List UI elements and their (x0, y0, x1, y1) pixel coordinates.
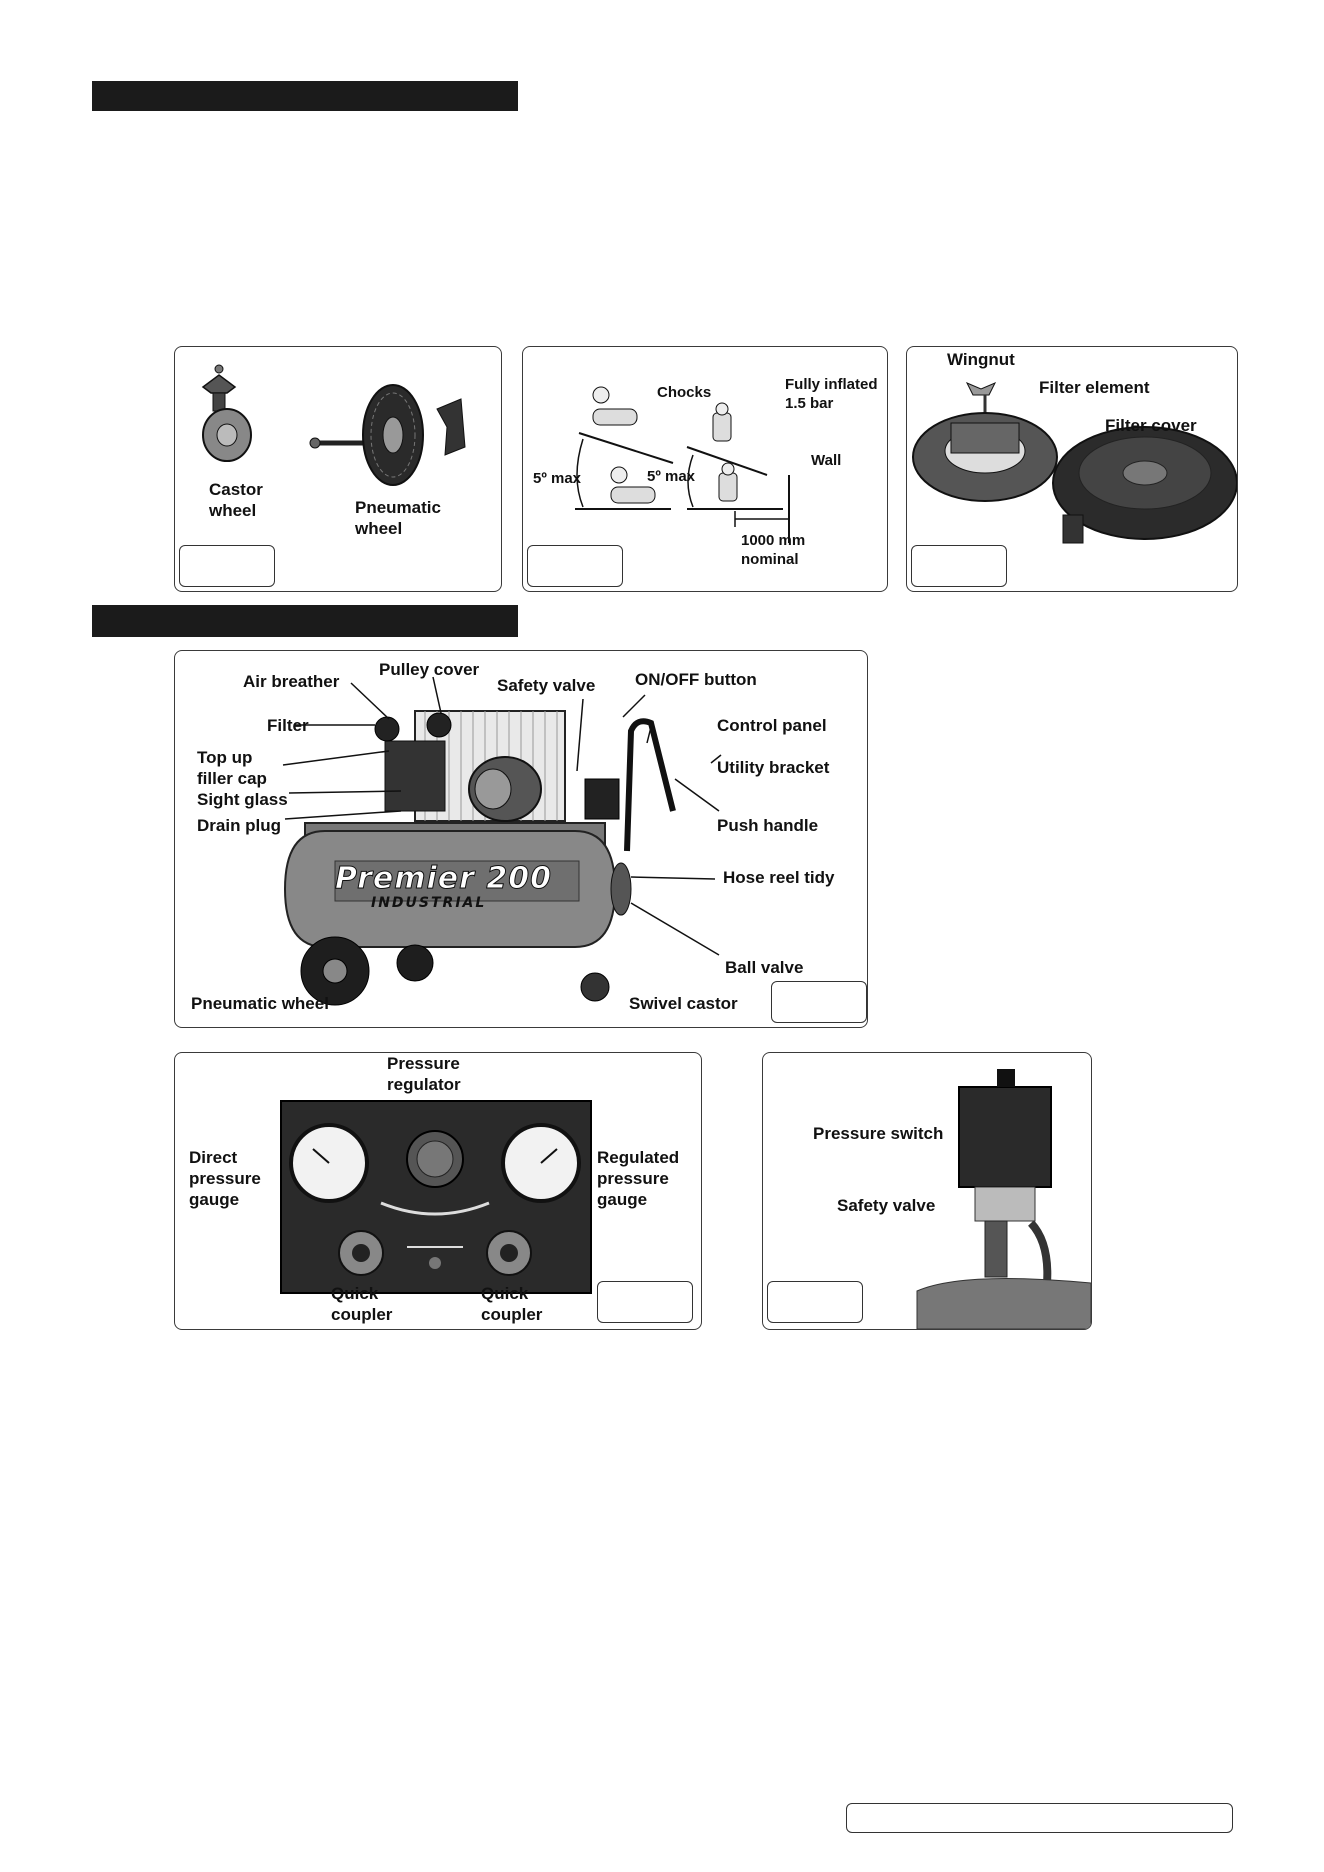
utility-bracket-label: Utility bracket (717, 758, 830, 777)
pulley-cover-label: Pulley cover (379, 660, 480, 679)
sight-glass-label: Sight glass (197, 790, 288, 809)
hose-reel-tidy-label: Hose reel tidy (723, 868, 835, 887)
quick-coupler-left-label: Quick coupler (331, 1284, 393, 1324)
brand-logo-text: Premier 200 (335, 861, 552, 897)
direct-pressure-gauge-label: Direct pressure gauge (189, 1148, 261, 1209)
figure-number-box (767, 1281, 863, 1323)
swivel-castor-label: Swivel castor (629, 994, 738, 1013)
filter-label: Filter (267, 716, 309, 735)
siting-diagram (575, 386, 790, 543)
footer-page-box (846, 1803, 1233, 1833)
compressor-illustration (282, 676, 722, 1006)
safety-valve-label: Safety valve (497, 676, 596, 695)
pneumatic-wheel-label: Pneumatic wheel (191, 994, 329, 1013)
ball-valve-label: Ball valve (725, 958, 804, 977)
figure-number-box (911, 545, 1007, 587)
wheels-illustration (201, 364, 466, 486)
section-header-bar-top (92, 81, 518, 111)
pressure-switch-label: Pressure switch (813, 1124, 944, 1143)
figure-number-box (179, 545, 275, 587)
figure-number-box (771, 981, 867, 1023)
fully-inflated-label: Fully inflated 1.5 bar (785, 376, 878, 412)
panel-compressor: Pulley cover Air breather Safety valve O… (174, 650, 868, 1028)
filter-cover-label: Filter cover (1105, 416, 1197, 435)
castor-wheel-label: Castor wheel (209, 480, 263, 520)
distance-label: 1000 mm nominal (741, 532, 806, 568)
wall-label: Wall (811, 452, 842, 469)
filter-illustration (912, 382, 1237, 544)
panel-wheels: Castor wheel Pneumatic wheel (174, 346, 502, 592)
pressure-switch-illustration (916, 1069, 1091, 1329)
on-off-button-label: ON/OFF button (635, 670, 757, 689)
chocks-label: Chocks (657, 384, 712, 401)
panel-pressure-switch: Pressure switch Safety valve (762, 1052, 1092, 1330)
panel-filter: Wingnut Filter element Filter cover (906, 346, 1238, 592)
quick-coupler-right-label: Quick coupler (481, 1284, 543, 1324)
pneumatic-wheel-label: Pneumatic wheel (355, 498, 441, 538)
wingnut-label: Wingnut (947, 350, 1015, 369)
filter-element-label: Filter element (1039, 378, 1150, 397)
safety-valve-label: Safety valve (837, 1196, 936, 1215)
regulated-pressure-gauge-label: Regulated pressure gauge (597, 1148, 680, 1209)
section-header-bar-middle (92, 605, 518, 637)
figure-number-box (527, 545, 623, 587)
panel-controls: Pressure regulator Direct pressure gauge… (174, 1052, 702, 1330)
push-handle-label: Push handle (717, 816, 819, 835)
figure-number-box (597, 1281, 693, 1323)
panel-siting: Chocks Fully inflated 1.5 bar Wall 5º ma… (522, 346, 888, 592)
control-panel-label: Control panel (717, 716, 827, 735)
drain-plug-label: Drain plug (197, 816, 282, 835)
top-up-filler-cap-label: Top up filler cap (197, 748, 267, 788)
air-breather-label: Air breather (243, 672, 340, 691)
max-angle-right-label: 5º max (647, 468, 696, 485)
brand-logo-subtext: INDUSTRIAL (371, 895, 487, 911)
max-angle-left-label: 5º max (533, 470, 582, 487)
pressure-regulator-label: Pressure regulator (387, 1054, 461, 1094)
control-panel-illustration (280, 1100, 592, 1294)
